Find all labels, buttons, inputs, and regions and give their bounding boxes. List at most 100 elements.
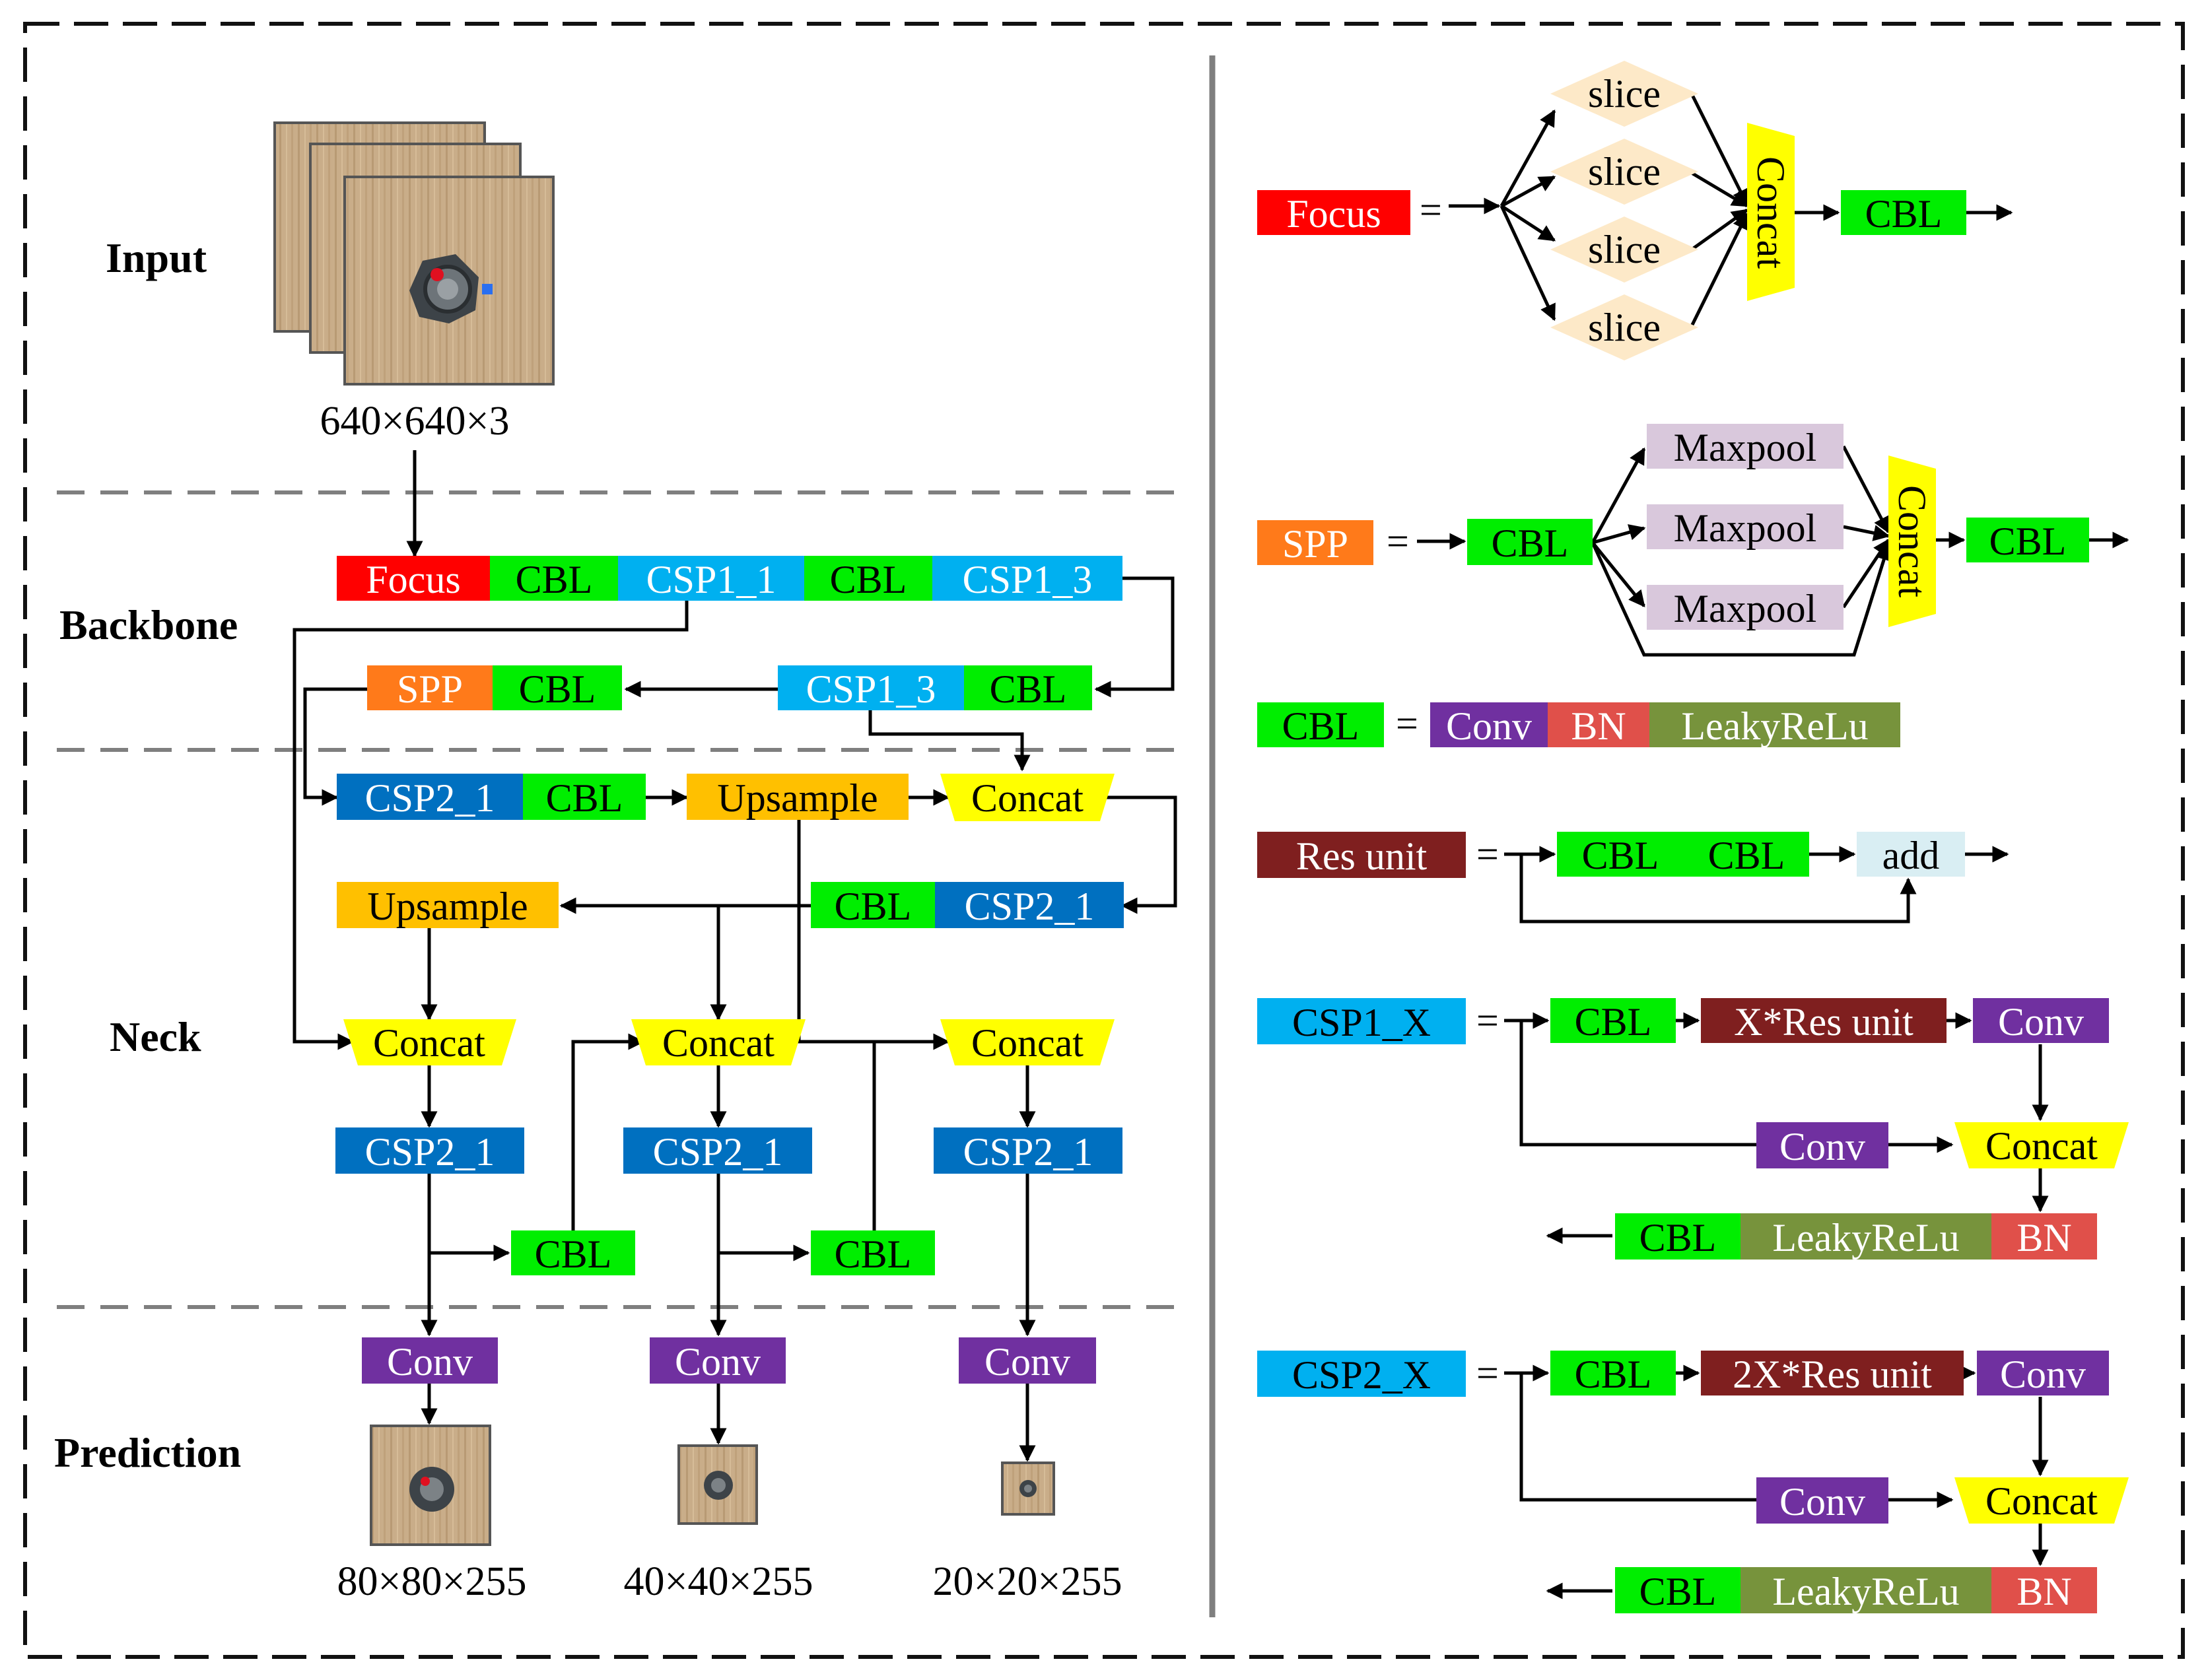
equals-sign: =	[1420, 188, 1442, 232]
block-leaky-label: LeakyReLu	[1681, 704, 1868, 748]
block-cbl	[1684, 832, 1809, 877]
slice-label: slice	[1588, 150, 1661, 193]
block-conv	[959, 1337, 1096, 1384]
block-cbl-label: CBL	[546, 776, 623, 820]
output-image-small	[1001, 1462, 1055, 1516]
slice-label: slice	[1588, 72, 1661, 116]
block-csp2-x	[1257, 1351, 1466, 1397]
block-bn-label: BN	[1571, 704, 1626, 748]
block-upsample	[337, 882, 559, 928]
block-add-label: add	[1882, 834, 1940, 877]
block-maxpool	[1647, 585, 1844, 630]
block-conv-label: Conv	[1998, 1000, 2084, 1044]
block-csp2-1-label: CSP2_1	[365, 1130, 495, 1174]
block-concat-label: Concat	[662, 1021, 775, 1065]
block-leaky-label: LeakyReLu	[1772, 1570, 1959, 1613]
block-concat-label: Concat	[1985, 1479, 2098, 1523]
section-title-input: Input	[106, 234, 207, 281]
block-cbl-label: CBL	[535, 1232, 612, 1276]
slice-label: slice	[1588, 228, 1661, 271]
slice-label: slice	[1588, 306, 1661, 349]
block-concat	[1954, 1122, 2129, 1168]
block-upsample-label: Upsample	[717, 776, 878, 820]
block-concat-label: Concat	[971, 776, 1084, 820]
block-cbl	[1257, 702, 1384, 747]
block-conv	[1756, 1122, 1888, 1168]
block-conv-label: Conv	[984, 1340, 1070, 1384]
block-conv	[1756, 1477, 1888, 1524]
block-2x-res-unit	[1701, 1351, 1964, 1395]
block-csp1-3-label: CSP1_3	[963, 558, 1093, 601]
block-add	[1857, 832, 1965, 877]
block-cbl	[490, 556, 618, 601]
slice-diamond	[1550, 61, 1698, 127]
slice-diamond	[1550, 294, 1698, 360]
backbone-row-1: Focus CBL CSP1_1 CBL CSP1_3	[337, 556, 1122, 601]
section-title-neck: Neck	[110, 1013, 201, 1060]
block-focus-label: Focus	[366, 558, 460, 601]
block-concat	[343, 1019, 516, 1065]
block-conv	[1977, 1351, 2109, 1395]
output-dimension-large: 80×80×255	[337, 1559, 527, 1604]
neck-row-2: Upsample CBL CSP2_1	[337, 882, 1124, 928]
block-conv-label: Conv	[1779, 1125, 1865, 1168]
block-csp1-3	[778, 665, 964, 710]
input-image-stack	[273, 121, 555, 386]
equals-sign: =	[1476, 1351, 1499, 1395]
block-cbl	[1550, 1351, 1676, 1395]
block-cbl	[804, 556, 932, 601]
block-conv	[362, 1337, 498, 1384]
block-bn	[1991, 1567, 2097, 1613]
slice-diamond	[1550, 139, 1698, 205]
output-image-medium	[677, 1444, 758, 1525]
nut-object	[409, 254, 493, 323]
block-concat-vertical	[1888, 455, 1936, 627]
block-leaky	[1741, 1567, 1991, 1613]
output-dimension-small: 20×20×255	[933, 1559, 1122, 1604]
block-cbl	[1467, 519, 1593, 565]
block-spp-label: SPP	[1282, 522, 1348, 566]
block-concat-vertical	[1747, 123, 1795, 301]
block-upsample	[687, 774, 909, 820]
block-cbl	[1615, 1213, 1741, 1260]
block-conv-label: Conv	[675, 1340, 761, 1384]
block-csp1-x	[1257, 998, 1466, 1044]
block-conv	[1973, 998, 2109, 1043]
block-cbl	[1550, 998, 1676, 1043]
block-conv	[650, 1337, 786, 1384]
block-cbl-label: CBL	[519, 667, 596, 711]
block-csp1-1-label: CSP1_1	[646, 558, 776, 601]
block-cbl	[1966, 518, 2089, 562]
block-maxpool	[1647, 424, 1844, 469]
backbone-row-2: SPP CBL CSP1_3 CBL	[367, 665, 1092, 711]
block-bn	[1991, 1213, 2097, 1260]
block-csp2-1	[335, 1127, 524, 1174]
block-cbl-label: CBL	[1639, 1570, 1717, 1613]
block-cbl-label: CBL	[1865, 192, 1943, 236]
equals-sign: =	[1476, 999, 1499, 1042]
block-bn	[1548, 702, 1649, 747]
block-leaky	[1741, 1213, 1991, 1260]
block-csp1-3	[932, 556, 1122, 601]
legend-csp2-x: CSP2_X = CBL 2X*Res unit Conv Conv Conca…	[1257, 1351, 2129, 1613]
block-concat-label: Concat	[1985, 1124, 2098, 1168]
block-cbl	[493, 665, 622, 710]
block-concat	[940, 774, 1115, 821]
block-cbl-label: CBL	[990, 667, 1067, 711]
section-title-prediction: Prediction	[54, 1429, 241, 1476]
output-image-large	[370, 1425, 491, 1546]
legend-spp: SPP = CBL Maxpool Maxpool Maxpool Concat…	[1257, 424, 2129, 657]
prediction-conv-row: Conv Conv Conv	[362, 1337, 1096, 1384]
block-concat-label: Concat	[1749, 156, 1793, 269]
block-spp	[367, 665, 493, 710]
block-conv	[1430, 702, 1548, 747]
legend-res-unit: Res unit = CBL CBL add	[1257, 832, 2009, 924]
left-connectors	[293, 450, 1177, 1462]
block-cbl-label: CBL	[1639, 1216, 1717, 1260]
block-conv-label: Conv	[387, 1340, 473, 1384]
block-cbl	[811, 1230, 935, 1275]
block-cbl-label: CBL	[1282, 704, 1360, 748]
block-maxpool-label: Maxpool	[1674, 426, 1817, 469]
block-cbl-label: CBL	[1989, 520, 2067, 563]
